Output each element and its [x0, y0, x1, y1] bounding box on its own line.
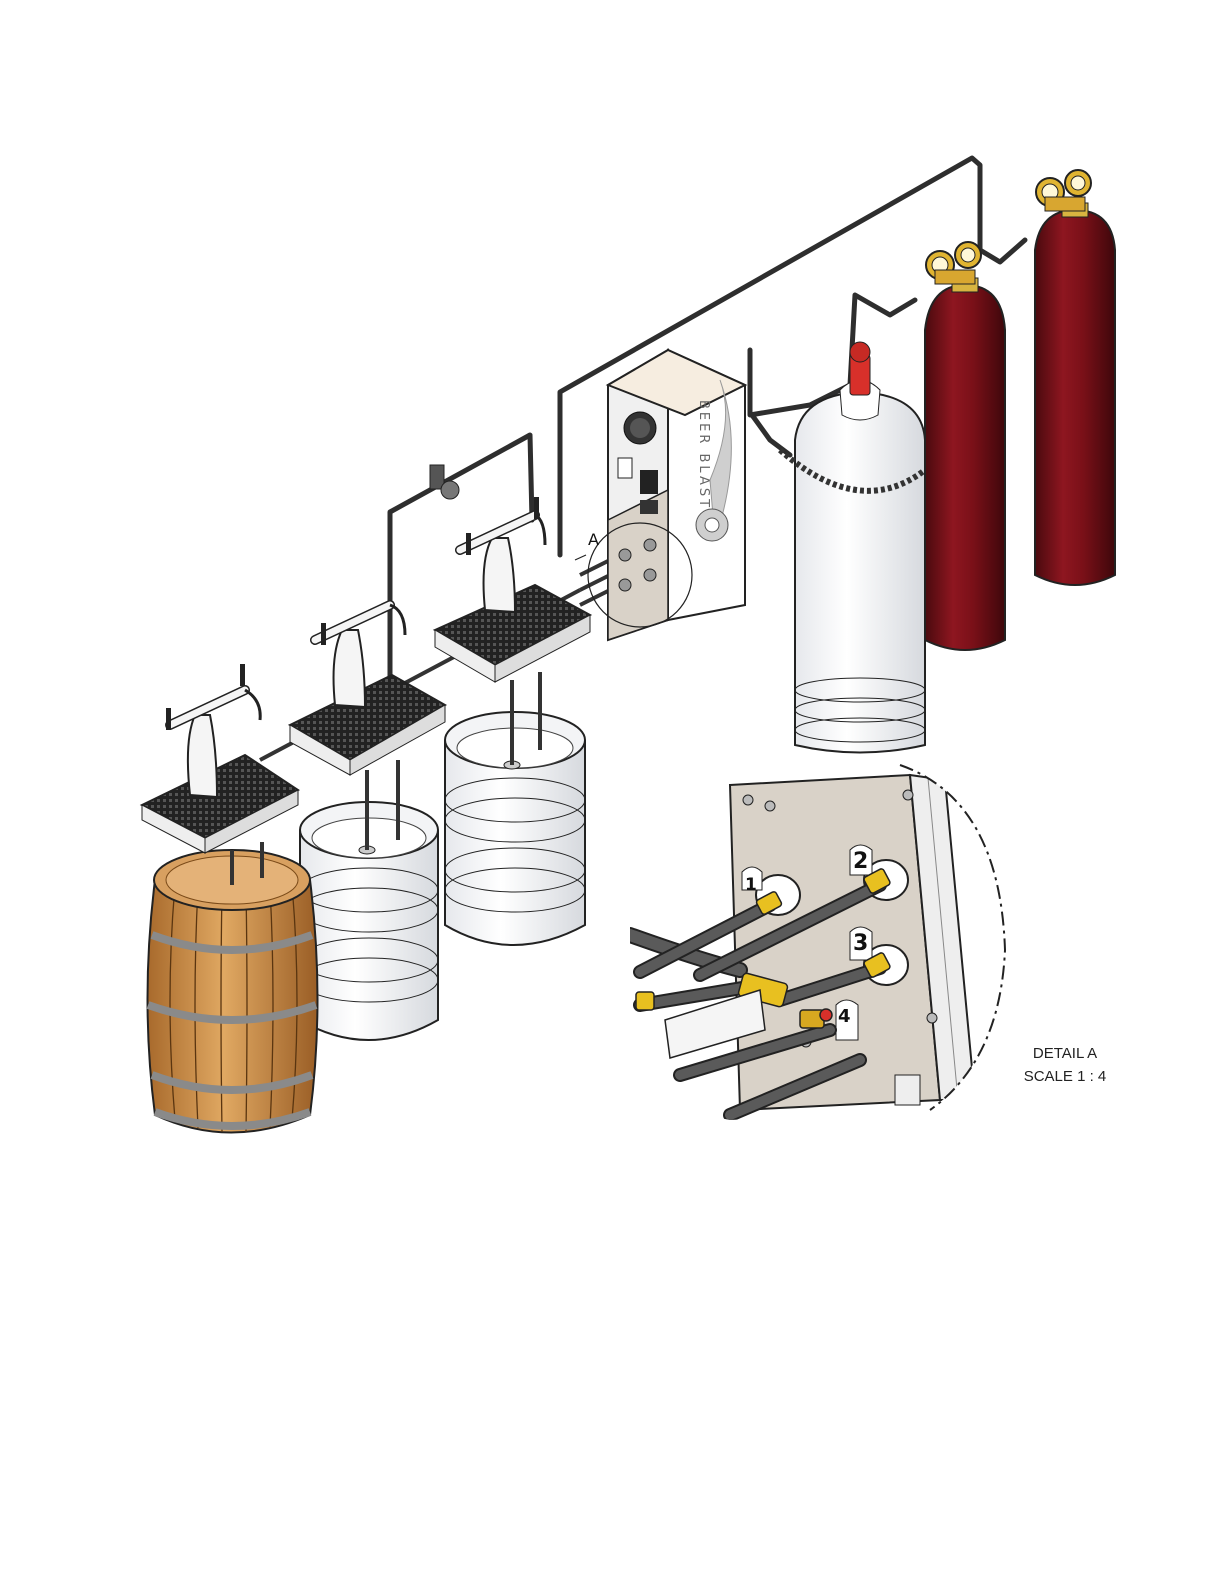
- control-panel: BEER BLAST: [588, 350, 745, 640]
- port-label-1: 1: [745, 875, 757, 895]
- brand-text: BEER BLAST: [696, 400, 711, 510]
- keg-3: [445, 712, 585, 945]
- secondary-line: [752, 415, 790, 455]
- tap-station-1: [142, 664, 298, 853]
- display-panel: [618, 458, 632, 478]
- detail-a-view: 1 2 3 4: [620, 760, 1020, 1130]
- detail-caption: DETAIL A: [1010, 1045, 1120, 1062]
- scale-caption: SCALE 1 : 4: [1010, 1068, 1120, 1085]
- detail-marker: A: [588, 530, 599, 549]
- port-4: 4: [836, 1000, 858, 1040]
- tap-station-3: [435, 497, 590, 682]
- wooden-barrel: [148, 850, 318, 1133]
- co2-cylinder-2: [1035, 170, 1115, 585]
- tap-station-2: [290, 605, 445, 775]
- inline-regulator: [430, 465, 459, 499]
- red-shutoff: [820, 1009, 832, 1021]
- port-label-2: 2: [853, 849, 868, 874]
- detail-arrow: [575, 555, 586, 560]
- co2-cylinder-1: [925, 242, 1005, 650]
- port-label-4: 4: [838, 1006, 851, 1027]
- nitrogen-cylinder: [780, 342, 925, 753]
- port-label-3: 3: [853, 931, 868, 956]
